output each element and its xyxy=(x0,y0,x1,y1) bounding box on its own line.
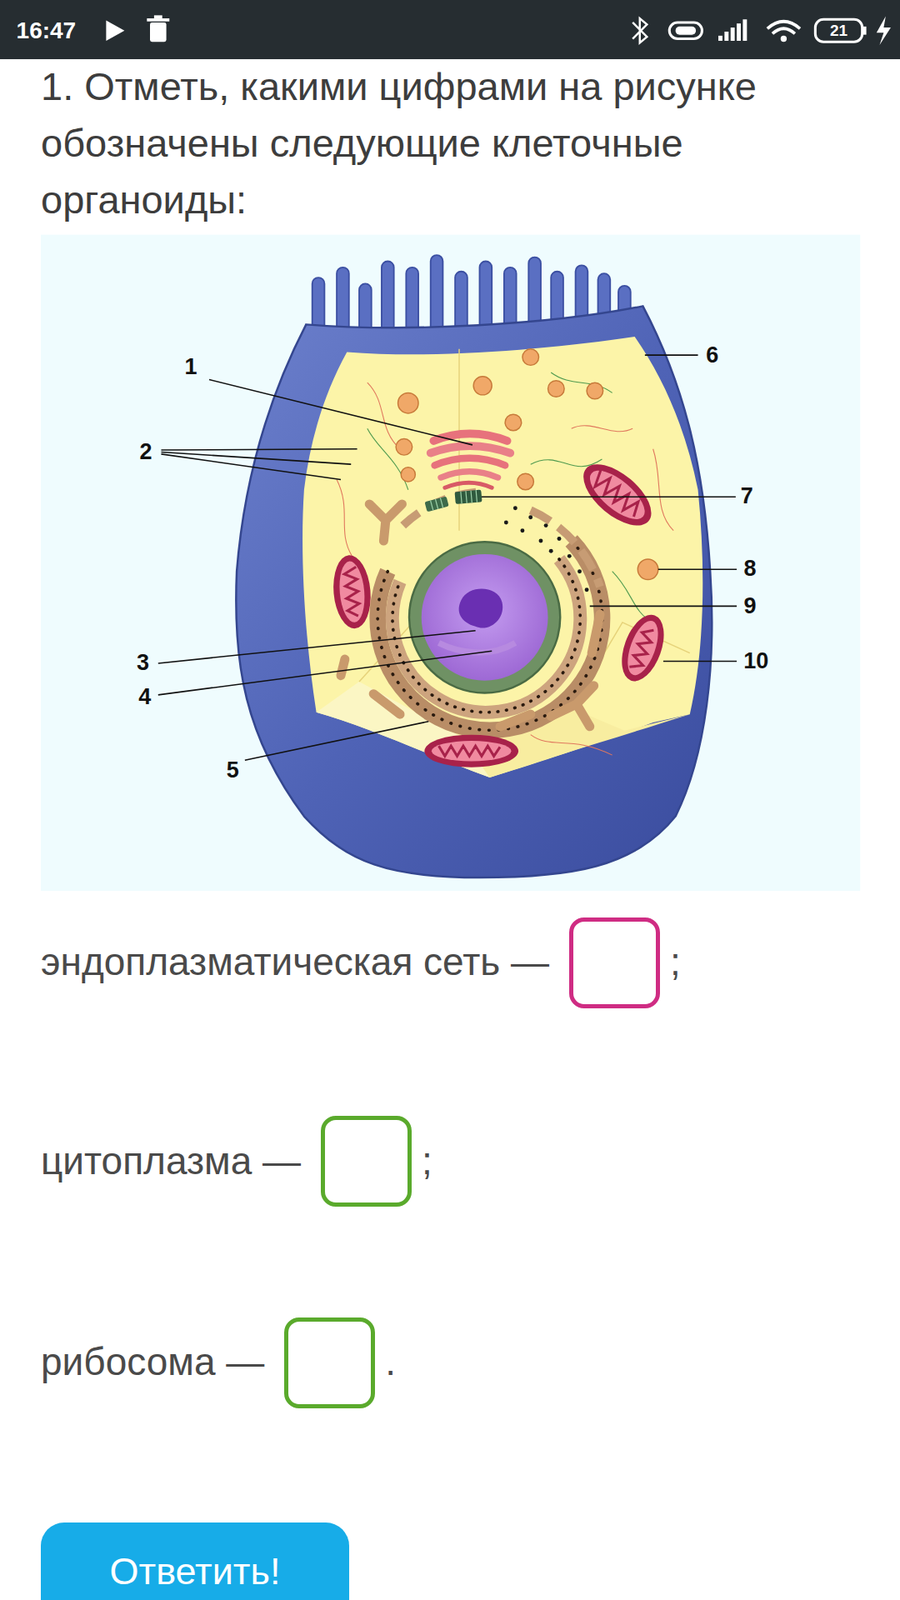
answer-prompt: рибосома — xyxy=(40,1340,265,1385)
submit-button: Ответить! xyxy=(40,1522,350,1600)
callout-number: 10 xyxy=(743,648,769,675)
punctuation: . xyxy=(385,1340,396,1385)
callout-number: 6 xyxy=(705,342,719,369)
punctuation: ; xyxy=(421,1139,433,1184)
callout-number: 2 xyxy=(140,439,153,465)
answer-prompt: эндоплазматическая сеть — xyxy=(40,940,550,985)
callout-number: 1 xyxy=(184,354,197,380)
callout-number: 9 xyxy=(743,593,756,620)
callout-number: 3 xyxy=(136,650,150,676)
callout-number: 7 xyxy=(740,483,754,510)
status-bar xyxy=(0,0,900,60)
button-text: Ответить! xyxy=(40,1550,350,1594)
punctuation: ; xyxy=(670,940,681,985)
question-title: 1. Отметь, какими цифрами на рисунке обо… xyxy=(40,58,866,229)
callout-number: 8 xyxy=(743,555,756,582)
answer-box xyxy=(569,917,660,1009)
answer-box xyxy=(320,1115,412,1207)
callout-number: 4 xyxy=(138,684,151,710)
battery-level: 21 xyxy=(830,21,848,40)
callout-number: 5 xyxy=(226,757,240,784)
answer-prompt: цитоплазма — xyxy=(40,1139,301,1184)
status-time: 16:47 xyxy=(16,17,77,45)
answer-box xyxy=(284,1317,375,1409)
